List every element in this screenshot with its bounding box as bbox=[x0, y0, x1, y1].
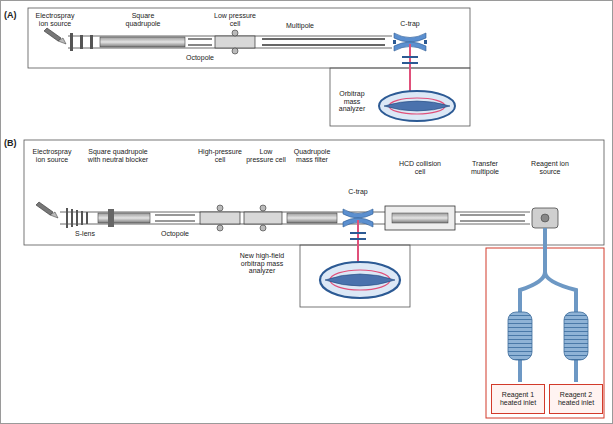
part-label: Orbitrap mass analyzer bbox=[331, 90, 373, 113]
part-label: Multipole bbox=[278, 22, 322, 30]
part-label: Low pressure cell bbox=[213, 12, 257, 27]
part-label: Octopole bbox=[157, 230, 193, 238]
part-label: HCD collision cell bbox=[395, 160, 445, 175]
part-label: Square quadrupole bbox=[118, 12, 168, 27]
reagent-inlet-box: Reagent 1 heated inlet bbox=[491, 384, 545, 414]
part-label: Octopole bbox=[182, 54, 218, 62]
part-label: Square quadrupole with neutral blocker bbox=[86, 148, 150, 163]
part-label: New high-field orbitrap mass analyzer bbox=[232, 252, 292, 275]
part-label: Electrospray ion source bbox=[27, 148, 77, 163]
panel-letter: (A) bbox=[4, 11, 17, 21]
part-label: C-trap bbox=[392, 20, 428, 28]
part-label: Quadrupole mass filter bbox=[290, 148, 334, 163]
box-text: Reagent 2 heated inlet bbox=[553, 391, 599, 406]
part-label: Reagent ion source bbox=[528, 160, 572, 175]
part-label: High-pressure cell bbox=[198, 148, 242, 163]
part-label: S-lens bbox=[70, 230, 100, 238]
reagent-inlet-box: Reagent 2 heated inlet bbox=[549, 384, 603, 414]
part-label: Electrospray ion source bbox=[30, 12, 80, 27]
panel-letter: (B) bbox=[4, 139, 17, 149]
panel: (B) Reagent 1 heated inlet Reagent 2 heate… bbox=[4, 132, 608, 420]
part-label: Transfer multipole bbox=[465, 160, 505, 175]
box-text: Reagent 1 heated inlet bbox=[495, 391, 541, 406]
part-label: Low pressure cell bbox=[246, 148, 286, 163]
part-label: C-trap bbox=[342, 188, 374, 196]
